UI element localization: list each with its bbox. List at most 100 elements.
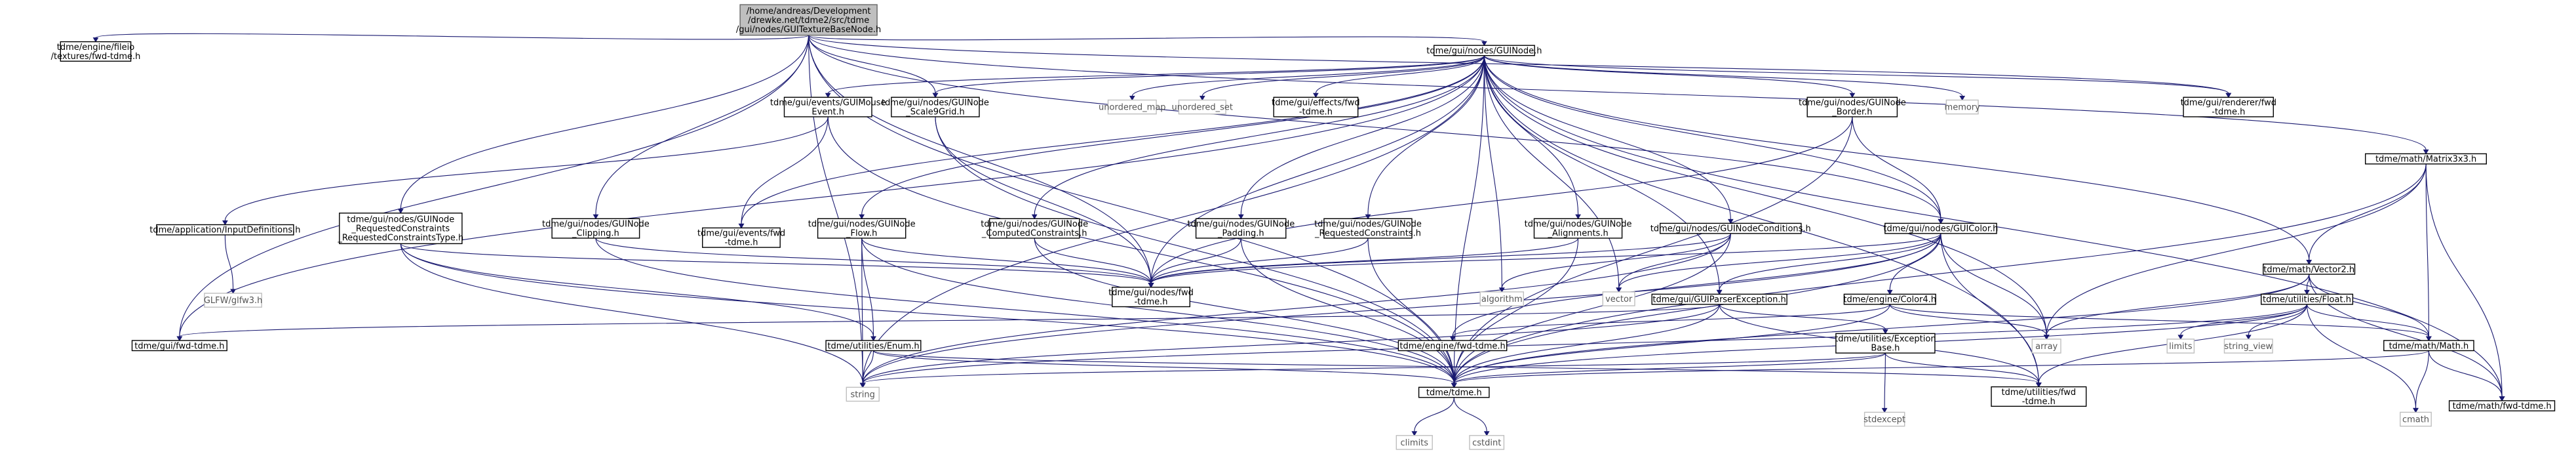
edge-line <box>861 237 1454 384</box>
edge-line <box>861 237 874 337</box>
node-color4[interactable]: tdme/engine/Color4.h <box>1843 293 1936 305</box>
node-limits: limits <box>2166 339 2195 354</box>
node-enum[interactable]: tdme/utilities/Enum.h <box>825 340 922 351</box>
edge-line <box>1483 55 1620 288</box>
node-label-line: _Padding.h <box>1217 229 1264 239</box>
node-algorithm: algorithm <box>1479 291 1524 306</box>
node-box <box>1659 222 1802 234</box>
node-box <box>1178 99 1226 115</box>
node-label-line: Base.h <box>1871 344 1900 354</box>
node-label-line: cstdint <box>1472 438 1501 448</box>
edge-guicolor-to-parserexc <box>1716 233 1942 295</box>
node-box <box>1602 291 1635 306</box>
edge-line <box>862 55 1485 384</box>
edge-line <box>808 35 863 384</box>
arrowhead <box>222 220 228 226</box>
edge-line <box>1889 233 1942 291</box>
edge-guinode-to-tdmeh <box>1451 55 1485 388</box>
edge-clipping-to-nodesfwd <box>595 237 1154 288</box>
edge-line <box>1131 55 1485 96</box>
node-padding[interactable]: tdme/gui/nodes/GUINode_Padding.h <box>1187 218 1295 239</box>
arrowhead <box>2304 289 2310 295</box>
node-effectsfwd[interactable]: tdme/gui/effects/fwd-tdme.h <box>1272 96 1360 117</box>
node-guinode[interactable]: tdme/gui/nodes/GUINode.h <box>1426 45 1542 56</box>
arrowhead <box>1575 214 1581 220</box>
edge-line <box>595 35 810 215</box>
edge-line <box>2309 274 2503 397</box>
edge-guinode-to-effectsfwd <box>1313 55 1485 98</box>
node-box <box>2364 153 2487 165</box>
node-vector2[interactable]: tdme/math/Vector2.h <box>2263 263 2356 275</box>
edge-line <box>827 55 1485 94</box>
node-box <box>2031 339 2061 354</box>
node-mathh[interactable]: tdme/math/Math.h <box>2383 340 2474 351</box>
node-label-line: tdme/math/fwd-tdme.h <box>2453 402 2552 411</box>
arrowhead <box>2413 407 2419 413</box>
edge-line <box>1483 55 1579 215</box>
node-label-line: tdme/application/InputDefinitions.h <box>149 226 300 236</box>
node-guifwd[interactable]: tdme/gui/fwd-tdme.h <box>131 340 227 351</box>
nodes-layer: /home/andreas/Development/drewke.net/tdm… <box>51 4 2556 450</box>
edge-mathh-to-cmath <box>2413 350 2429 413</box>
node-label-line: tdme/gui/GUIParserException.h <box>1652 295 1786 305</box>
node-computed[interactable]: tdme/gui/nodes/GUINode_ComputedConstrain… <box>981 218 1088 239</box>
node-box <box>1884 222 1997 234</box>
node-box <box>2260 293 2354 305</box>
node-flow[interactable]: tdme/gui/nodes/GUINode_Flow.h <box>808 218 916 239</box>
node-label-line: cmath <box>2402 415 2429 425</box>
edge-line <box>861 237 863 384</box>
node-eventsfwd[interactable]: tdme/gui/events/fwd-tdme.h <box>697 227 785 248</box>
edge-guinode-to-guicolor <box>1483 55 1944 224</box>
node-mathfwd[interactable]: tdme/math/fwd-tdme.h <box>2448 400 2556 411</box>
node-matrix3x3[interactable]: tdme/math/Matrix3x3.h <box>2364 153 2487 165</box>
node-label-line: -tdme.h <box>1299 108 1333 117</box>
edge-matrix3x3-to-mathfwd <box>2425 163 2505 402</box>
node-label-line: _RequestedConstraints <box>351 224 450 234</box>
edge-line <box>862 233 1942 384</box>
node-reqcons[interactable]: tdme/gui/nodes/GUINode_RequestedConstrai… <box>1314 218 1422 239</box>
node-clipping[interactable]: tdme/gui/nodes/GUINode_Clipping.h <box>542 218 650 239</box>
edge-guinode-to-padding <box>1238 55 1485 220</box>
node-enginefwd[interactable]: tdme/engine/fwd-tdme.h <box>1397 340 1508 351</box>
arrowhead <box>1129 96 1135 101</box>
arrowhead <box>92 37 99 43</box>
node-guicolor[interactable]: tdme/gui/nodes/GUIColor.h <box>1883 222 1998 234</box>
arrowhead <box>1716 289 1723 295</box>
node-utilfwd[interactable]: tdme/utilities/fwd-tdme.h <box>1991 386 2087 407</box>
node-parserexc[interactable]: tdme/gui/GUIParserException.h <box>1651 293 1787 305</box>
node-nodesfwd[interactable]: tdme/gui/nodes/fwd-tdme.h <box>1108 287 1194 308</box>
node-box <box>783 96 872 117</box>
node-reqcons_type[interactable]: tdme/gui/nodes/GUINode_RequestedConstrai… <box>337 213 463 245</box>
node-label-line: tdme/gui/nodes/fwd <box>1108 288 1194 298</box>
edge-line <box>1034 237 1152 283</box>
arrowhead <box>1238 214 1244 220</box>
edge-line <box>2309 274 2429 337</box>
node-label-line: vector <box>1605 295 1633 304</box>
node-label-line: /gui/nodes/GUITextureBaseNode.h <box>736 25 881 35</box>
node-box <box>2448 400 2556 411</box>
edge-vector2-to-tdmeh <box>1451 274 2310 388</box>
edge-line <box>1150 237 1579 283</box>
edge-guinode-to-alignments <box>1483 55 1581 220</box>
node-scale9[interactable]: tdme/gui/nodes/GUINode_Scale9Grid.h <box>882 96 989 117</box>
node-label-line: algorithm <box>1481 295 1523 304</box>
node-box <box>739 4 878 36</box>
edge-guinode-to-reqcons <box>1365 55 1485 220</box>
node-rendererfwd[interactable]: tdme/gui/renderer/fwd-tdme.h <box>2181 96 2276 117</box>
edge-line <box>862 233 1731 384</box>
node-conditions[interactable]: tdme/gui/nodes/GUINodeConditions.h <box>1650 222 1811 234</box>
node-border[interactable]: tdme/gui/nodes/GUINode_Border.h <box>1799 96 1906 117</box>
arrowhead <box>1411 431 1418 436</box>
node-inputdefs[interactable]: tdme/application/InputDefinitions.h <box>149 224 301 236</box>
node-fileio[interactable]: tdme/engine/fileio/textures/fwd-tdme.h <box>51 41 141 62</box>
edge-line <box>1501 233 1731 288</box>
node-alignments[interactable]: tdme/gui/nodes/GUINode_Alignments.h <box>1525 218 1632 239</box>
edge-line <box>1483 55 1502 288</box>
node-float[interactable]: tdme/utilities/Float.h <box>2260 293 2354 305</box>
edge-line <box>1452 304 1890 337</box>
node-tdmeh[interactable]: tdme/tdme.h <box>1418 386 1490 398</box>
node-label-line: tdme/gui/fwd-tdme.h <box>134 341 224 351</box>
